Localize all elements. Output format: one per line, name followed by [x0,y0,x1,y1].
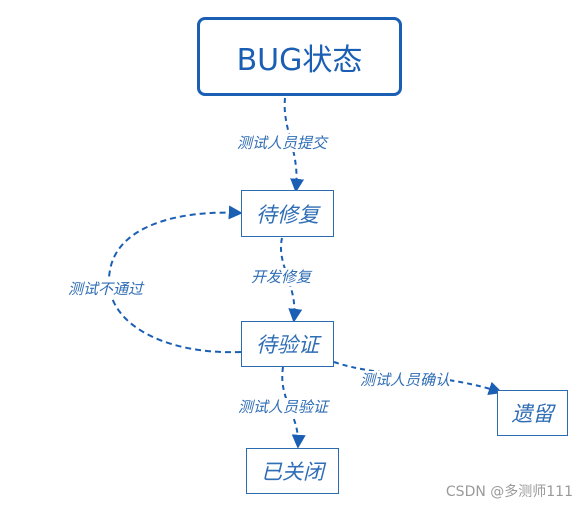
label-tester-verify: 测试人员验证 [238,398,329,416]
state-pending-fix: 待修复 [241,190,334,237]
arrow-verify-to-legacy [333,361,503,396]
arrow-verify-to-closed [281,366,306,449]
diagram-title-box: BUG状态 [197,17,402,96]
label-tester-submit: 测试人员提交 [237,134,328,152]
state-pending-verify: 待验证 [241,321,334,367]
state-pending-fix-label: 待修复 [256,202,319,227]
state-legacy: 遗留 [497,390,568,436]
arrow-verify-back-to-pending-fix [107,205,243,354]
watermark: CSDN @多测师111 [445,484,573,500]
state-closed: 已关闭 [246,448,339,494]
label-test-fail: 测试不通过 [68,280,144,298]
state-legacy-label: 遗留 [511,402,554,426]
label-tester-confirm: 测试人员确认 [360,371,451,389]
arrow-title-to-pending-fix [283,97,305,193]
label-dev-fix: 开发修复 [251,268,312,286]
state-pending-verify-label: 待验证 [256,333,319,357]
diagram-title: BUG状态 [236,42,363,78]
state-closed-label: 已关闭 [261,460,324,484]
